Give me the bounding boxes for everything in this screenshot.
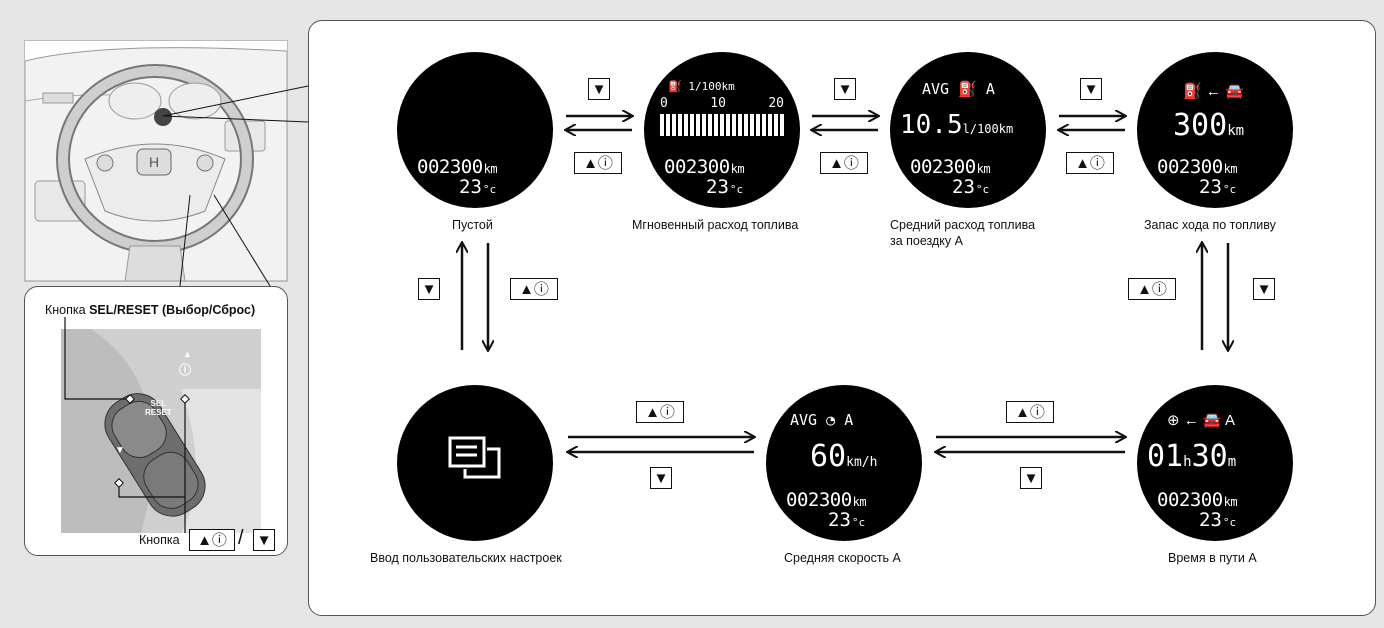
key-up-info-7: ▲ⓘ — [1006, 401, 1054, 423]
odometer: 002300km — [910, 156, 991, 178]
instant-header: ⛽ 1/100km — [668, 80, 735, 93]
key-up-info-5: ▲ⓘ — [1128, 278, 1176, 300]
screen-range: ⛽ ← 🚘 300km 002300km 23°c — [1137, 52, 1293, 208]
range-header: ⛽ ← 🚘 — [1183, 82, 1244, 100]
down-triangle-icon: ▼ — [115, 445, 125, 456]
button-label-2: Кнопка — [139, 533, 180, 547]
avg-header: AVG ⛽ A — [922, 80, 995, 98]
range-value: 300km — [1173, 108, 1245, 143]
key-down-1: ▼ — [588, 78, 610, 100]
avgspeed-value: 60km/h — [810, 439, 878, 474]
odometer: 002300km — [786, 489, 867, 511]
temperature: 23°c — [952, 176, 990, 198]
arrow-left-icon: ← — [1205, 83, 1221, 100]
odometer: 002300km — [664, 156, 745, 178]
screen-average-fuel: AVG ⛽ A 10.5l/100km 002300km 23°c — [890, 52, 1046, 208]
temperature: 23°c — [828, 509, 866, 531]
sel-reset-button-text: SEL RESET — [145, 399, 172, 417]
key-up-info-3: ▲ⓘ — [1066, 152, 1114, 174]
temperature: 23°c — [1199, 176, 1237, 198]
temperature: 23°c — [706, 176, 744, 198]
key-up-info-2: ▲ⓘ — [820, 152, 868, 174]
button-callout-lines — [64, 317, 190, 533]
caption-elapsed: Время в пути А — [1168, 551, 1257, 565]
temperature: 23°c — [1199, 509, 1237, 531]
temperature: 23°c — [459, 176, 497, 198]
key-down-7: ▼ — [1020, 467, 1042, 489]
caption-blank: Пустой — [452, 218, 493, 232]
avgspeed-header: AVG ◔ A — [790, 411, 854, 429]
key-down-6: ▼ — [650, 467, 672, 489]
caption-range: Запас хода по топливу — [1144, 218, 1276, 232]
button-inset: Кнопка SEL/RESET (Выбор/Сброс) SEL RESET… — [24, 286, 288, 556]
clock-icon: ⊕ — [1167, 412, 1180, 429]
screen-settings — [397, 385, 553, 541]
screen-average-speed: AVG ◔ A 60km/h 002300km 23°c — [766, 385, 922, 541]
steering-wheel-illustration: H — [25, 47, 287, 281]
settings-icon — [448, 436, 501, 479]
elapsed-header: ⊕ ← 🚘 A — [1167, 412, 1235, 429]
up-triangle-icon: ▲ — [183, 349, 192, 359]
button-closeup: SEL RESET ⓘ ▲ ▼ — [61, 329, 261, 533]
screen-elapsed-time: ⊕ ← 🚘 A 01h30m 002300km 23°c — [1137, 385, 1293, 541]
odometer: 002300km — [1157, 489, 1238, 511]
instant-bar-graph — [660, 114, 784, 136]
info-button-icon: ⓘ — [179, 363, 192, 377]
key-up-info: ▲ⓘ — [189, 529, 235, 551]
odometer: 002300km — [1157, 156, 1238, 178]
car-icon: 🚘 — [1225, 83, 1244, 100]
odometer: 002300km — [417, 156, 498, 178]
key-down-2: ▼ — [834, 78, 856, 100]
key-up-info-4: ▲ⓘ — [510, 278, 558, 300]
fuel-pump-icon: ⛽ — [958, 80, 977, 98]
key-down: ▼ — [253, 529, 275, 551]
screen-blank: 002300km 23°c — [397, 52, 553, 208]
key-up-info-6: ▲ⓘ — [636, 401, 684, 423]
key-down-3: ▼ — [1080, 78, 1102, 100]
steering-wheel-inset: H — [24, 40, 288, 282]
caption-avgspeed: Средняя скорость А — [784, 551, 901, 565]
car-icon: 🚘 — [1202, 412, 1222, 429]
fuel-pump-icon: ⛽ — [1183, 83, 1202, 100]
speedometer-icon: ◔ — [826, 411, 836, 429]
svg-text:H: H — [149, 154, 159, 170]
key-up-info-1: ▲ⓘ — [574, 152, 622, 174]
caption-instant: Мгновенный расход топлива — [632, 218, 799, 232]
key-slash: / — [238, 527, 244, 549]
elapsed-value: 01h30m — [1147, 439, 1237, 474]
fuel-pump-icon: ⛽ — [668, 80, 682, 93]
key-down-4: ▼ — [418, 278, 440, 300]
key-down-5: ▼ — [1253, 278, 1275, 300]
avg-value: 10.5l/100km — [900, 110, 1014, 140]
arrow-left-icon: ← — [1183, 412, 1199, 429]
caption-settings: Ввод пользовательских настроек — [370, 551, 562, 565]
sel-reset-label: Кнопка SEL/RESET (Выбор/Сброс) — [45, 303, 256, 317]
